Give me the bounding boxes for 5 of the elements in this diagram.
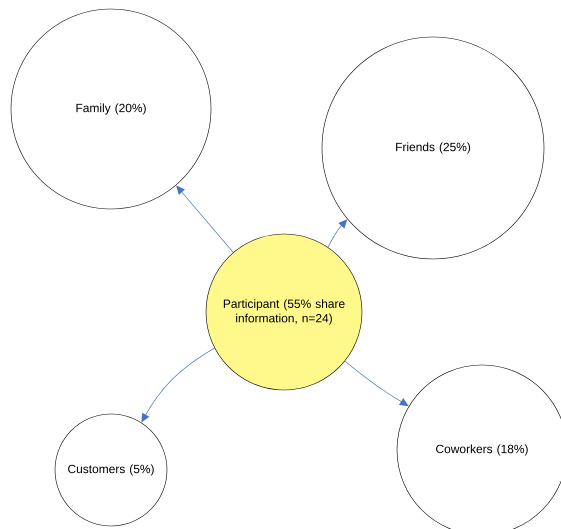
circle-node: Friends (25%)	[322, 36, 544, 260]
circle-node: Family (20%)	[10, 8, 212, 210]
circle-node: Participant (55% share information, n=24)	[206, 234, 362, 390]
arrow	[328, 219, 348, 248]
circle-node: Customers (5%)	[54, 414, 168, 526]
